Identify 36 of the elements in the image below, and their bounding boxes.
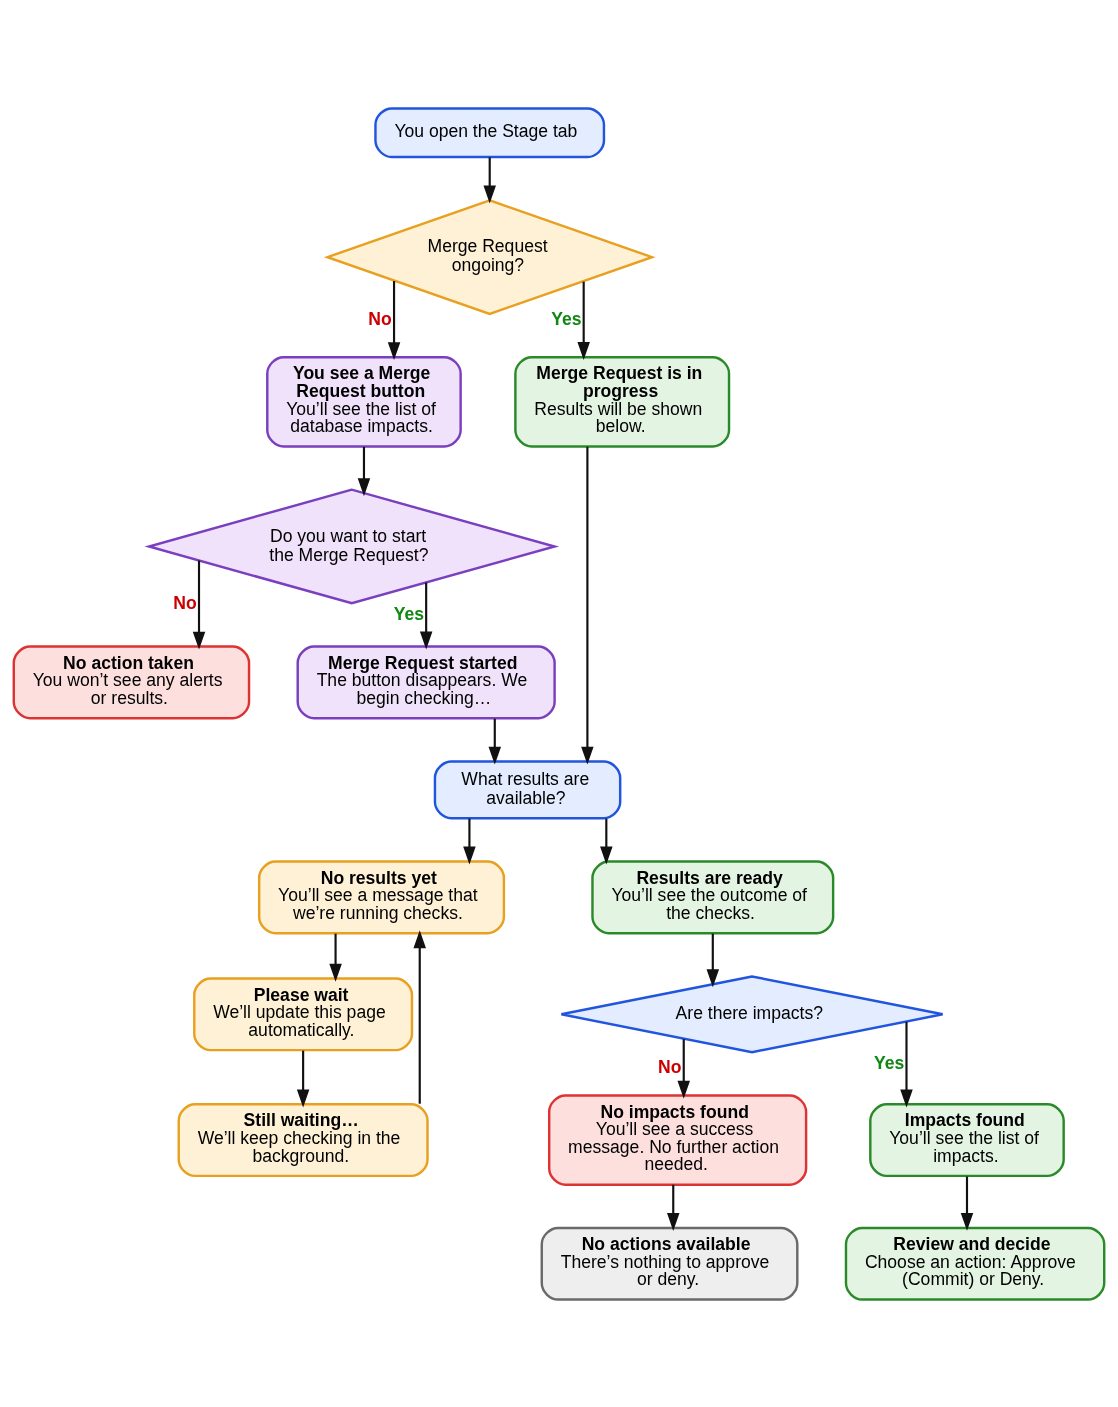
arrow (667, 1184, 680, 1231)
node-box: Impacts found You’ll see the list of impacts. (869, 1102, 1065, 1177)
arrow (329, 933, 342, 982)
node-box: Still waiting… We’ll keep checking in the background. (177, 1102, 429, 1177)
edge-label: Yes (393, 603, 424, 624)
arrow (677, 1038, 690, 1099)
node-box: Please wait We’ll update this page automatically. (193, 976, 414, 1051)
arrow (577, 281, 590, 360)
node-box: No impacts found You’ll see a success message. No further action needed. (548, 1093, 808, 1186)
edge-label: Yes (874, 1052, 905, 1073)
edge-label: No (658, 1056, 682, 1077)
node-box: No actions available There’s nothing to approve or deny. (540, 1226, 799, 1301)
node-box: No results yet You’ll see a message that we’re running checks. (257, 859, 506, 934)
node-box: Review and decide Choose an action: Approve (Commit) or Deny. (844, 1226, 1106, 1301)
node-box: You see a Merge Request button You’ll see the list of database impacts. (266, 355, 462, 448)
arrow (413, 929, 426, 1104)
arrow (419, 582, 433, 649)
arrow (581, 446, 594, 764)
node-box: Merge Request is in progress Results will be shown below. (514, 355, 731, 448)
arrow (600, 818, 613, 864)
arrow (706, 933, 720, 987)
arrow (192, 560, 206, 650)
arrow (960, 1176, 974, 1231)
arrow (357, 446, 371, 496)
arrow (900, 1021, 913, 1107)
node-box: No action taken You won’t see any alerts or results. (12, 644, 251, 719)
node-box: Results are ready You’ll see the outcome of the checks. (591, 859, 835, 934)
node-box: What results are available? (433, 759, 622, 819)
node-diamond: Are there impacts? (560, 974, 944, 1053)
arrow (483, 156, 496, 203)
arrow (387, 280, 401, 360)
node-box: You open the Stage tab (374, 106, 606, 158)
arrow (296, 1050, 310, 1107)
arrow (488, 718, 502, 765)
arrow (463, 818, 476, 864)
node-box: Merge Request started The button disappears. We begin checking… (296, 644, 556, 719)
